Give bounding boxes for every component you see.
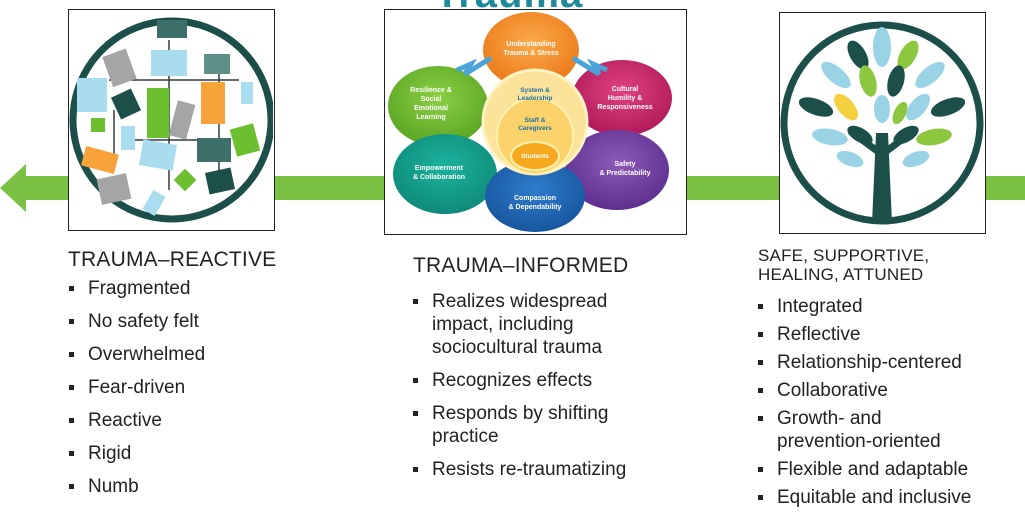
diagram-core2-1: Staff & [525, 117, 546, 124]
list-item: Responds by shifting practice [412, 402, 702, 448]
diagram-top-2: Trauma & Stress [503, 50, 558, 57]
diagram-right-upper-2: Humility & [608, 95, 643, 102]
diagram-right-lower-2: & Predictability [600, 170, 651, 177]
diagram-bottom-1: Compassion [514, 195, 556, 202]
diagram-right-lower-1: Safety [614, 161, 635, 168]
diagram-core3: Students [521, 153, 549, 160]
list-item: Overwhelmed [68, 343, 328, 366]
diagram-top-1: Understanding [506, 41, 555, 48]
list-item: Fear-driven [68, 376, 328, 399]
list-line: prevention-oriented [777, 431, 941, 452]
list-line: Collaborative [777, 380, 888, 401]
list-line: Growth- and [777, 408, 882, 429]
list-line: Integrated [777, 296, 863, 317]
list-line: Reflective [777, 324, 861, 345]
list-line: Relationship-centered [777, 352, 962, 373]
list-item: Collaborative [757, 379, 1022, 402]
list-line: Equitable and inclusive [777, 487, 972, 508]
list-item: Growth- and prevention-oriented [757, 407, 1022, 453]
heading-line: SAFE, SUPPORTIVE, [758, 246, 930, 265]
diagram-core1-1: System & [520, 87, 550, 94]
list-item: Rigid [68, 442, 328, 465]
trauma-informed-circles: Understanding Trauma & Stress Resilience… [388, 12, 672, 232]
list-line: Resists re-traumatizing [432, 459, 627, 480]
safe-supportive-list: Integrated Reflective Relationship-cente… [757, 295, 1022, 509]
diagram-left-upper-3: Emotional [414, 105, 448, 112]
diagram-core1-2: Leadership [518, 95, 553, 102]
tree-icon [780, 21, 984, 225]
safe-supportive-heading: SAFE, SUPPORTIVE, HEALING, ATTUNED [758, 246, 929, 284]
heading-line: HEALING, ATTUNED [758, 265, 924, 284]
list-item: Recognizes effects [412, 369, 702, 392]
list-item: Reactive [68, 409, 328, 432]
list-line: sociocultural trauma [432, 337, 603, 358]
diagram-right-upper-3: Responsiveness [597, 104, 652, 111]
trauma-informed-diagram: Understanding Trauma & Stress Resilience… [384, 9, 687, 235]
list-line: Flexible and adaptable [777, 459, 969, 480]
trauma-reactive-heading: TRAUMA–REACTIVE [68, 248, 277, 271]
diagram-right-upper-1: Cultural [612, 86, 639, 93]
list-item: Realizes widespread impact, including so… [412, 290, 702, 359]
list-item: Numb [68, 475, 328, 498]
list-item: Flexible and adaptable [757, 458, 1022, 481]
fragmented-shapes-icon [69, 17, 275, 223]
list-item: Reflective [757, 323, 1022, 346]
list-line: Realizes widespread [432, 291, 608, 312]
list-item: No safety felt [68, 310, 328, 333]
trauma-informed-list: Realizes widespread impact, including so… [412, 290, 702, 481]
list-line: Recognizes effects [432, 370, 593, 391]
diagram-left-upper-2: Social [421, 96, 442, 103]
list-item: Integrated [757, 295, 1022, 318]
diagram-bottom-2: & Dependability [509, 204, 562, 211]
list-item: Fragmented [68, 277, 328, 300]
list-item: Relationship-centered [757, 351, 1022, 374]
trauma-reactive-list: Fragmented No safety felt Overwhelmed Fe… [68, 277, 328, 498]
list-line: practice [432, 426, 499, 447]
healing-tree-image [779, 12, 986, 234]
diagram-left-lower-2: & Collaboration [413, 174, 465, 181]
trauma-informed-heading: TRAUMA–INFORMED [413, 254, 629, 277]
diagram-left-upper-1: Resilience & [410, 87, 452, 94]
diagram-left-lower-1: Empowerment [415, 165, 464, 172]
diagram-left-upper-4: Learning [416, 114, 446, 121]
list-line: Responds by shifting [432, 403, 609, 424]
diagram-core2-2: Caregivers [518, 125, 552, 132]
trauma-reactive-image [68, 9, 275, 231]
list-item: Resists re-traumatizing [412, 458, 702, 481]
list-line: impact, including [432, 314, 574, 335]
list-item: Equitable and inclusive [757, 486, 1022, 509]
